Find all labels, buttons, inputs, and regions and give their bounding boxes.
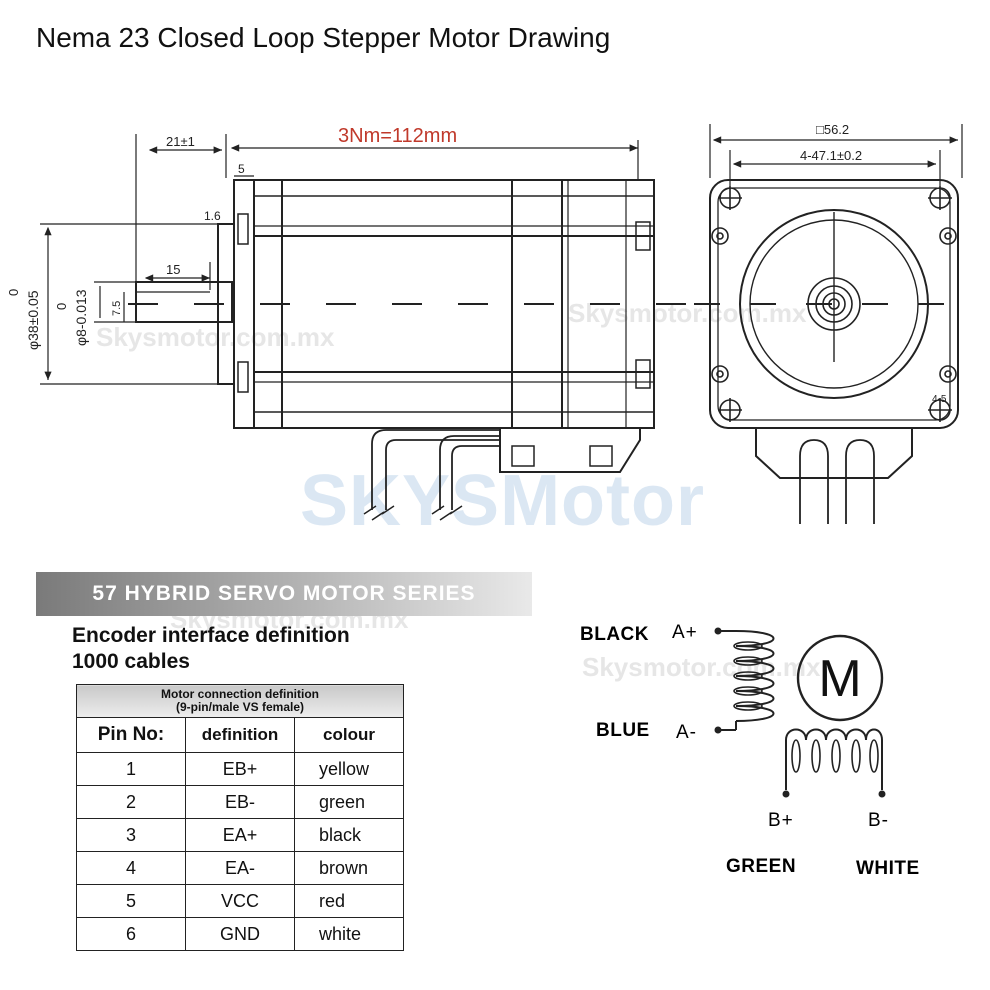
- wire-green-label: GREEN: [726, 856, 796, 877]
- header-pin: Pin No:: [76, 717, 186, 753]
- side-view: [40, 134, 700, 521]
- row-pin: 2: [76, 785, 186, 819]
- table-row: 5 VCC red: [76, 884, 404, 918]
- wire-black-label: BLACK: [580, 624, 649, 645]
- coil-b: [785, 728, 883, 790]
- flat-length-label: 15: [166, 262, 180, 277]
- row-colour: yellow: [294, 752, 404, 786]
- motor-body: [253, 179, 655, 429]
- table-caption-line-1: Motor connection definition: [161, 687, 319, 701]
- boss-diameter-top: 0: [6, 289, 21, 296]
- table-row: 2 EB- green: [76, 785, 404, 819]
- flange-offset-label: 1.6: [204, 209, 221, 223]
- row-colour: black: [294, 818, 404, 852]
- motor-symbol: M: [818, 650, 861, 708]
- watermark-site-4: Skysmotor.com.mx: [582, 652, 821, 682]
- watermark-brand: SKYSMotor: [300, 461, 705, 541]
- shaft-diameter-top: 0: [54, 303, 69, 310]
- table-row: 4 EA- brown: [76, 851, 404, 885]
- shaft-extension-label: 21±1: [166, 134, 195, 149]
- pin-table: Motor connection definition (9-pin/male …: [76, 684, 404, 951]
- wire-white-label: WHITE: [856, 858, 920, 879]
- flange: [233, 179, 255, 429]
- row-pin: 4: [76, 851, 186, 885]
- row-pin: 1: [76, 752, 186, 786]
- terminal-a-minus: A-: [676, 722, 697, 743]
- row-colour: green: [294, 785, 404, 819]
- motor-circle: [796, 634, 884, 722]
- row-definition: EB+: [185, 752, 295, 786]
- watermark-site-1: Skysmotor.com.mx: [96, 322, 335, 352]
- terminal-b-minus: B-: [868, 810, 889, 831]
- row-definition: EA+: [185, 818, 295, 852]
- frame-size-label: □56.2: [816, 122, 849, 137]
- shaft-diameter-label: φ8-0.013: [73, 289, 89, 346]
- table-header-row: Pin No: definition colour: [76, 717, 404, 753]
- header-definition: definition: [185, 717, 295, 753]
- coil-a: [735, 630, 775, 722]
- table-row: 1 EB+ yellow: [76, 752, 404, 786]
- wiring-schematic: M BLACK A+ BLUE A- B+ B- GREEN WHITE: [580, 622, 920, 879]
- table-caption-line-2: (9-pin/male VS female): [175, 700, 305, 714]
- wire-blue-label: BLUE: [596, 720, 650, 741]
- motor-drawing: 3Nm=112mm 21±1 5 1.6 15 7.5 0 φ38±0.05 0…: [6, 122, 963, 524]
- row-colour: red: [294, 884, 404, 918]
- row-pin: 5: [76, 884, 186, 918]
- hole-spacing-label: 4-47.1±0.2: [800, 148, 862, 163]
- encoder-title: Encoder interface definition: [72, 624, 350, 647]
- table-caption: Motor connection definition (9-pin/male …: [76, 684, 404, 718]
- boss-diameter-label: φ38±0.05: [25, 290, 41, 350]
- shaft: [135, 281, 233, 323]
- row-definition: GND: [185, 917, 295, 951]
- encoder-subtitle: 1000 cables: [72, 650, 190, 673]
- flange-thickness-label: 5: [238, 162, 245, 176]
- series-banner: 57 HYBRID SERVO MOTOR SERIES: [36, 572, 532, 616]
- row-pin: 6: [76, 917, 186, 951]
- table-row: 3 EA+ black: [76, 818, 404, 852]
- row-definition: EA-: [185, 851, 295, 885]
- front-view: [694, 124, 963, 524]
- row-colour: white: [294, 917, 404, 951]
- terminal-a-plus: A+: [672, 622, 698, 643]
- row-pin: 3: [76, 818, 186, 852]
- hole-label: 4-5: [932, 394, 947, 405]
- header-colour: colour: [294, 717, 404, 753]
- row-colour: brown: [294, 851, 404, 885]
- page-title: Nema 23 Closed Loop Stepper Motor Drawin…: [36, 22, 611, 53]
- table-row: 6 GND white: [76, 917, 404, 951]
- terminal-b-plus: B+: [768, 810, 794, 831]
- flat-depth-label: 7.5: [111, 301, 123, 316]
- row-definition: VCC: [185, 884, 295, 918]
- row-definition: EB-: [185, 785, 295, 819]
- table-caption-row: Motor connection definition (9-pin/male …: [76, 684, 404, 718]
- body-length-label: 3Nm=112mm: [338, 125, 457, 147]
